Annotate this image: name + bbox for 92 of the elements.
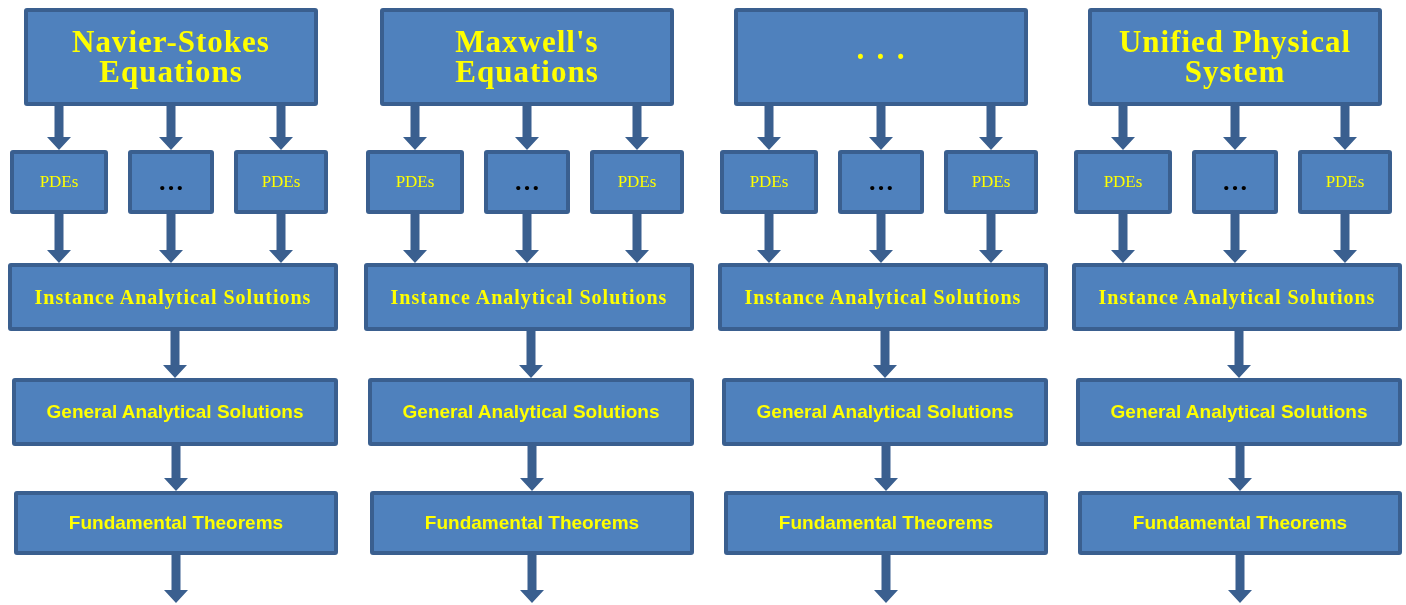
- box-label: General Analytical Solutions: [46, 401, 304, 423]
- process-box: [12, 378, 338, 446]
- arrow: [874, 555, 898, 603]
- arrow: [1228, 555, 1252, 603]
- box-label: Instance Analytical Solutions: [390, 285, 668, 311]
- arrow: [1333, 106, 1357, 150]
- box-label: …: [1222, 167, 1248, 197]
- arrow: [1227, 331, 1251, 378]
- process-box: [364, 263, 694, 331]
- arrow: [869, 214, 893, 263]
- box-label: Navier-Stokes Equations: [71, 27, 271, 87]
- arrow: [520, 446, 544, 491]
- process-box: [128, 150, 214, 214]
- arrow: [403, 106, 427, 150]
- process-box: [368, 378, 694, 446]
- arrow: [269, 214, 293, 263]
- arrow: [515, 106, 539, 150]
- process-box: [1074, 150, 1172, 214]
- arrow: [869, 106, 893, 150]
- process-box: [718, 263, 1048, 331]
- arrow: [757, 106, 781, 150]
- process-box: [24, 8, 318, 106]
- box-label: Instance Analytical Solutions: [1098, 285, 1376, 311]
- box-label: PDEs: [1103, 172, 1143, 192]
- process-box: [14, 491, 338, 555]
- box-label: Instance Analytical Solutions: [744, 285, 1022, 311]
- process-box: [380, 8, 674, 106]
- box-label: …: [514, 167, 540, 197]
- process-box: [838, 150, 924, 214]
- process-box: [8, 263, 338, 331]
- arrow: [47, 214, 71, 263]
- process-box: [366, 150, 464, 214]
- arrow: [269, 106, 293, 150]
- box-label: Fundamental Theorems: [424, 512, 640, 534]
- process-box: [484, 150, 570, 214]
- process-box: [1072, 263, 1402, 331]
- process-box: [944, 150, 1038, 214]
- box-label: Fundamental Theorems: [68, 512, 284, 534]
- box-label: PDEs: [395, 172, 435, 192]
- arrow: [873, 331, 897, 378]
- arrow: [164, 446, 188, 491]
- arrow: [757, 214, 781, 263]
- box-label: General Analytical Solutions: [402, 401, 660, 423]
- box-label: …: [158, 167, 184, 197]
- arrow: [164, 555, 188, 603]
- arrow: [1223, 214, 1247, 263]
- box-label: Fundamental Theorems: [1132, 512, 1348, 534]
- process-box: [234, 150, 328, 214]
- process-box: [10, 150, 108, 214]
- process-box: [1076, 378, 1402, 446]
- arrow: [163, 331, 187, 378]
- process-box: [720, 150, 818, 214]
- box-label: Fundamental Theorems: [778, 512, 994, 534]
- arrow: [1223, 106, 1247, 150]
- box-label: Instance Analytical Solutions: [34, 285, 312, 311]
- process-box: [1088, 8, 1382, 106]
- arrow: [874, 446, 898, 491]
- arrow: [47, 106, 71, 150]
- box-label: General Analytical Solutions: [1110, 401, 1368, 423]
- arrow: [1333, 214, 1357, 263]
- box-label: PDEs: [261, 172, 301, 192]
- arrow: [520, 555, 544, 603]
- arrow: [519, 331, 543, 378]
- arrow: [515, 214, 539, 263]
- box-label: PDEs: [749, 172, 789, 192]
- arrow: [979, 106, 1003, 150]
- arrow: [1111, 106, 1135, 150]
- box-label: PDEs: [39, 172, 79, 192]
- box-label: · · ·: [855, 42, 907, 72]
- arrow: [625, 214, 649, 263]
- box-label: General Analytical Solutions: [756, 401, 1014, 423]
- process-box: [370, 491, 694, 555]
- process-box: [734, 8, 1028, 106]
- arrow: [159, 106, 183, 150]
- process-box: [722, 378, 1048, 446]
- box-label: PDEs: [617, 172, 657, 192]
- arrow: [979, 214, 1003, 263]
- arrow: [1228, 446, 1252, 491]
- arrow: [1111, 214, 1135, 263]
- box-label: Maxwell's Equations: [454, 27, 600, 87]
- process-box: [724, 491, 1048, 555]
- process-box: [1078, 491, 1402, 555]
- process-box: [1192, 150, 1278, 214]
- box-label: …: [868, 167, 894, 197]
- box-label: Unified Physical System: [1117, 27, 1353, 87]
- arrow: [403, 214, 427, 263]
- box-label: PDEs: [971, 172, 1011, 192]
- process-box: [590, 150, 684, 214]
- process-box: [1298, 150, 1392, 214]
- arrow: [625, 106, 649, 150]
- arrow: [159, 214, 183, 263]
- box-label: PDEs: [1325, 172, 1365, 192]
